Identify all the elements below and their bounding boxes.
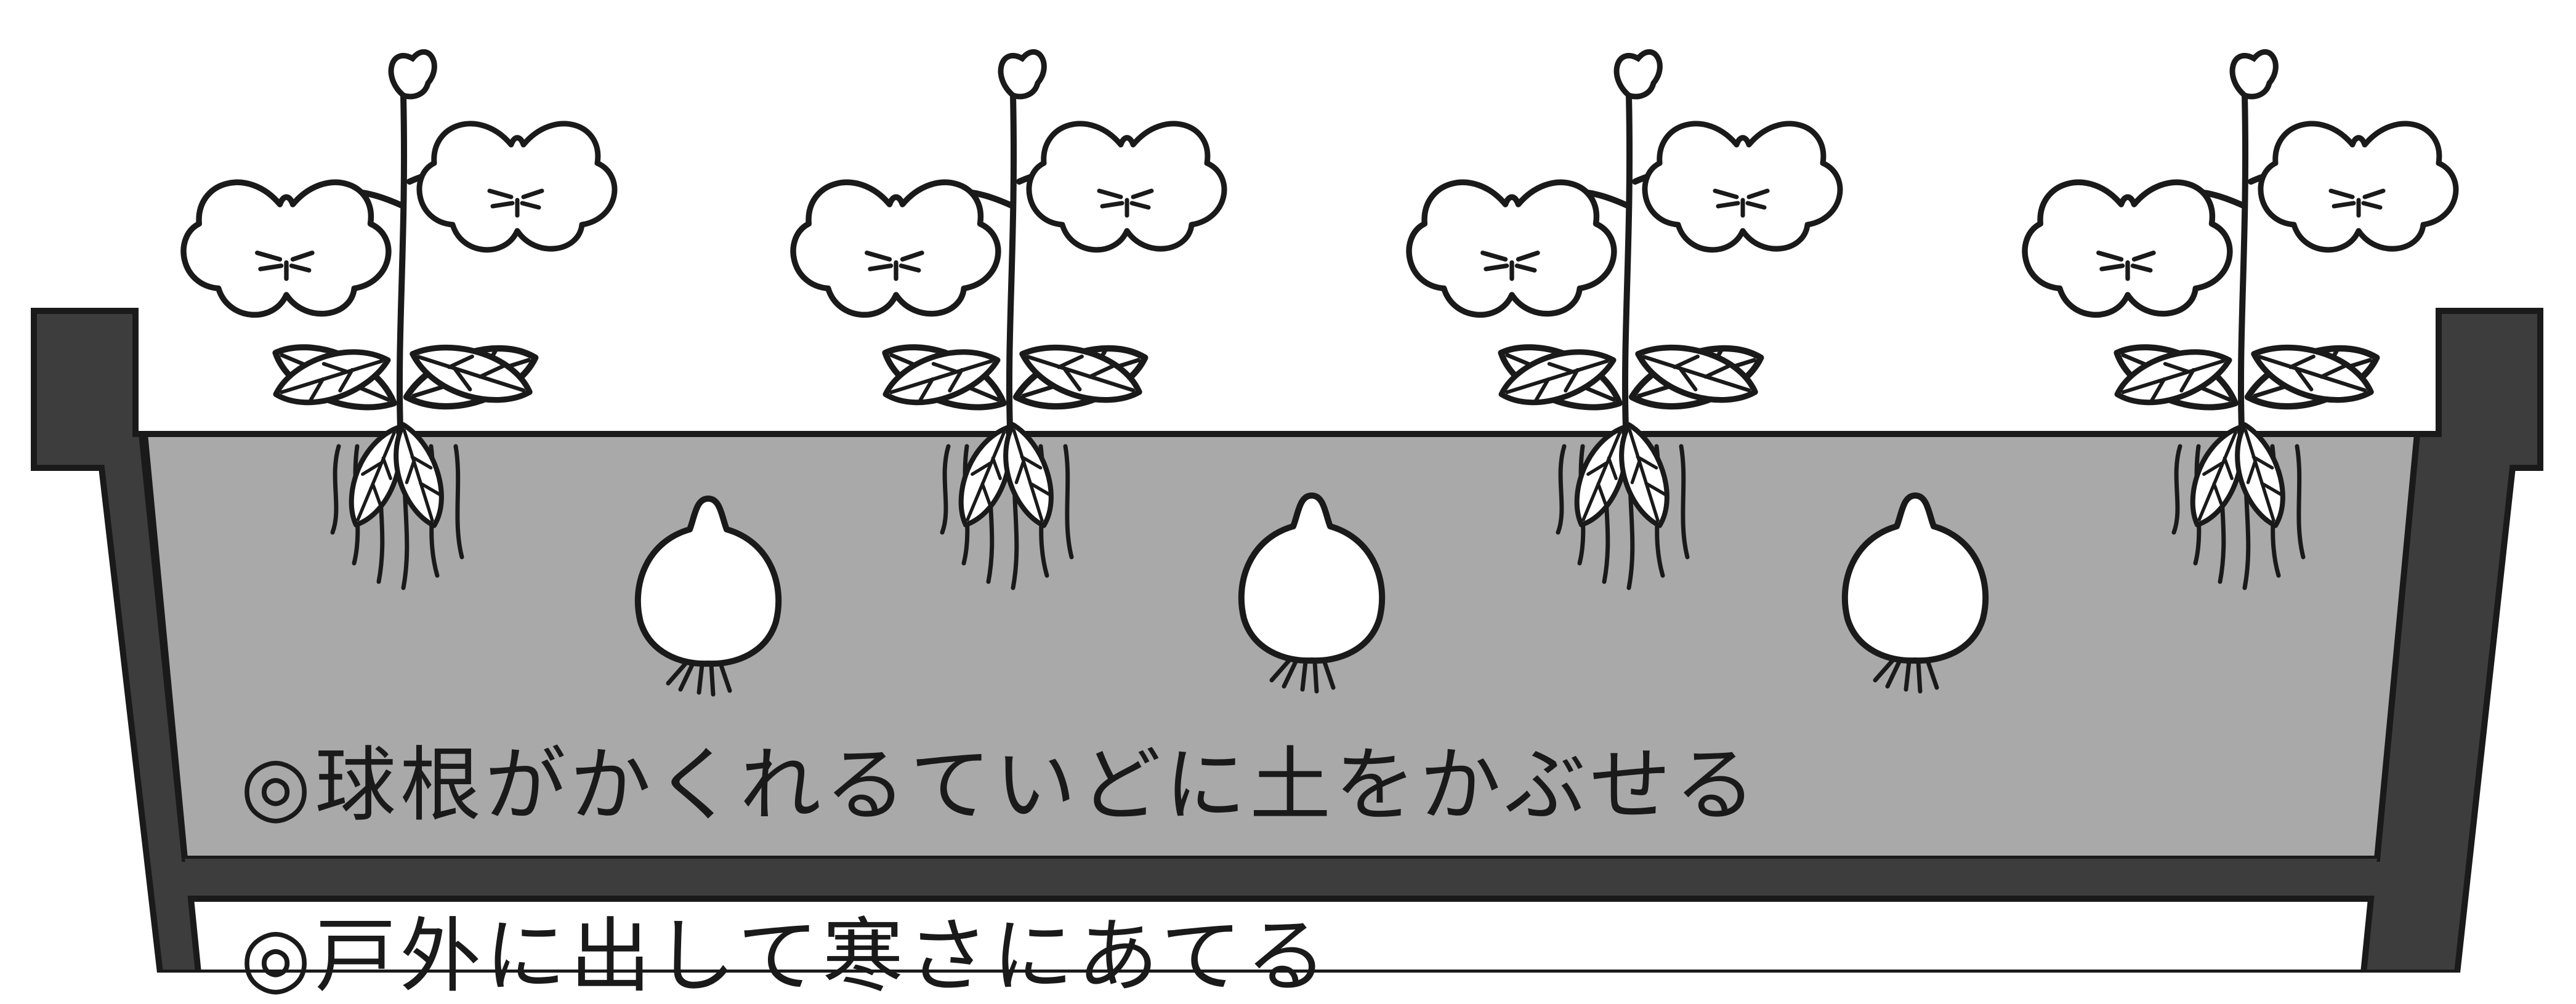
lower-panel [187, 896, 2375, 973]
planter-diagram [31, 0, 2543, 973]
caption-cover-bulbs: ◎球根がかくれるていどに土をかぶせる [240, 738, 1760, 833]
planter-inner-band [185, 859, 2377, 899]
caption-cold-exposure: ◎戸外に出して寒さにあてる [240, 909, 1331, 1004]
